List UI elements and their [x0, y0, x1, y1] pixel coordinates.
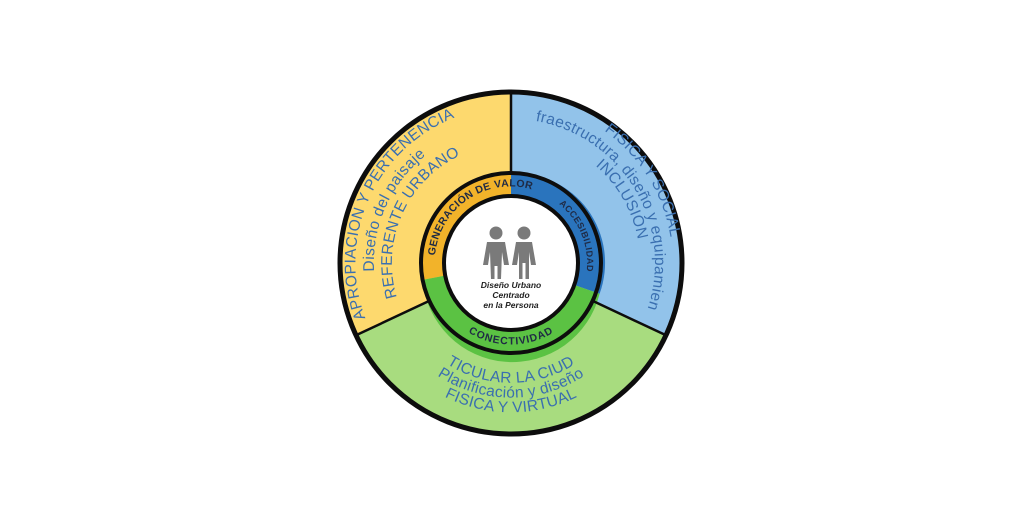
center-title-line2: Centrado	[492, 290, 529, 300]
people-icon	[483, 226, 536, 279]
center-title-line1: Diseño Urbano	[481, 280, 541, 290]
center-circle	[442, 194, 580, 332]
center-title-line3: en la Persona	[483, 300, 539, 310]
divider-right	[592, 299, 667, 337]
divider-left	[355, 299, 430, 337]
inner-ring-border	[419, 171, 603, 355]
